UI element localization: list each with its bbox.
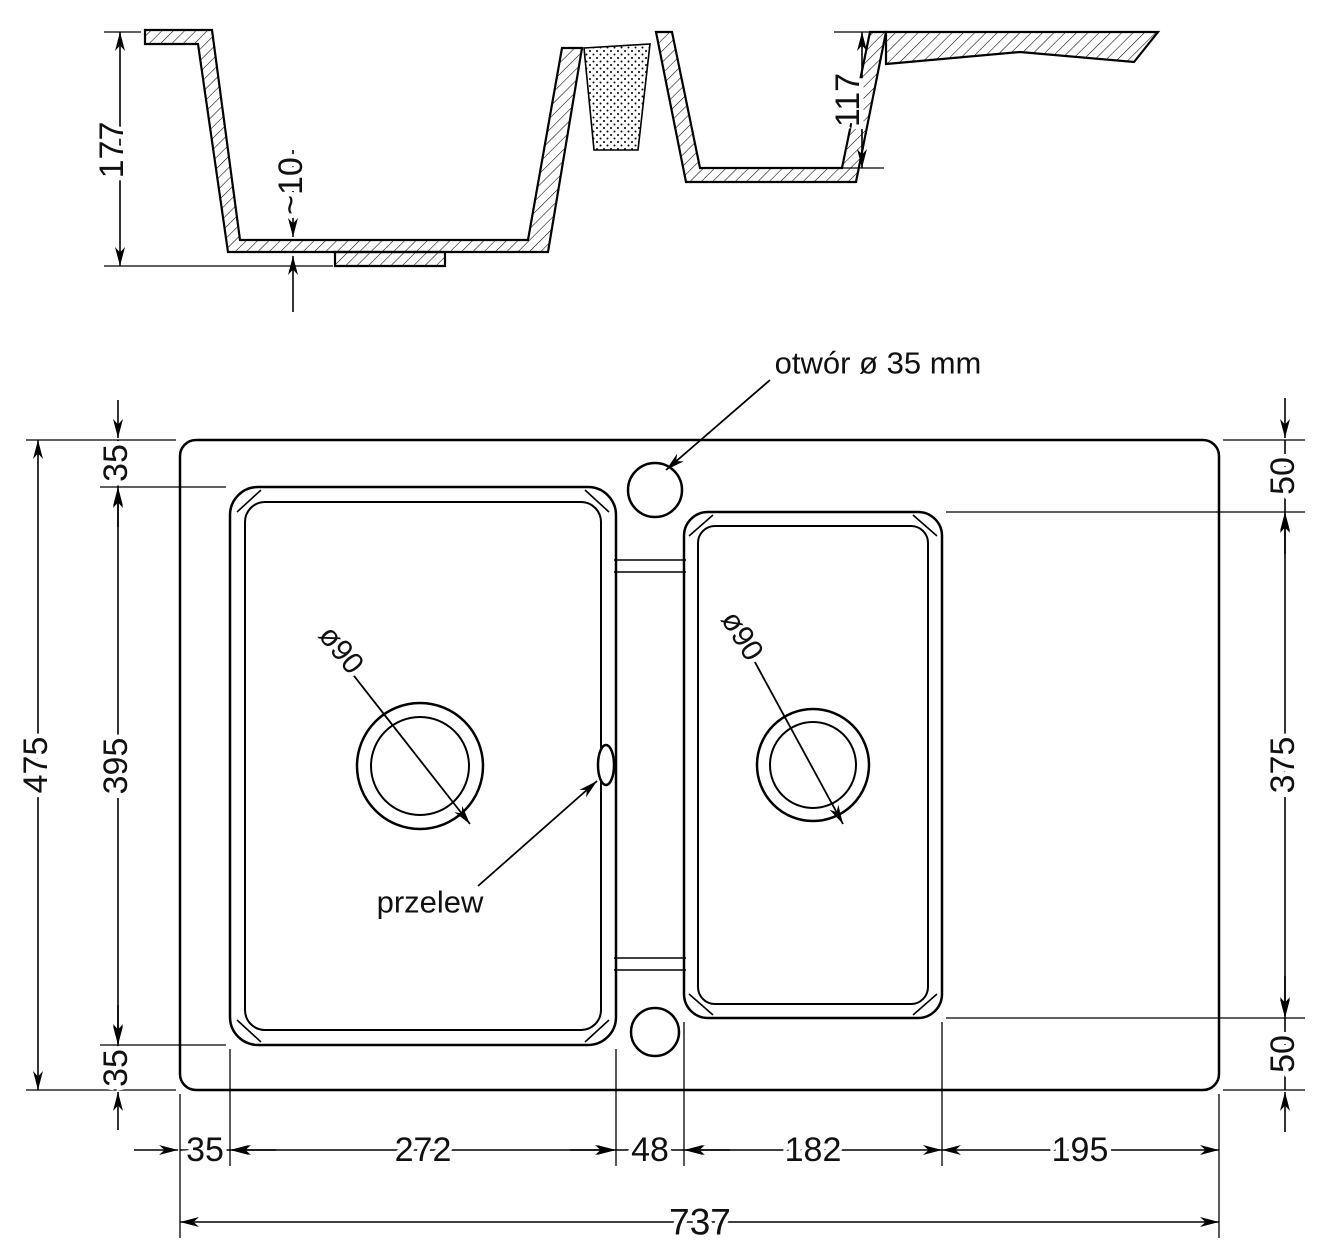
leader-line [665,379,771,471]
dims-bottom: 35 272 48 182 195 737 [134,1022,1220,1247]
section-drain-boss [333,250,447,268]
dim-bowl2-width-label: 182 [785,1131,842,1169]
small-bowl-corner-mark [688,993,714,1016]
faucet-hole-label: otwór ø 35 mm [775,346,982,381]
section-large-bowl-wall [143,28,584,254]
dim-top-margin-label: 35 [97,444,135,482]
small-bowl-corner-mark [912,514,938,537]
dim-bowl-length-label: 395 [97,738,135,795]
large-bowl-corner-mark [236,489,262,513]
annotation-overflow: przelew [372,780,598,924]
dim-total-width-label: 737 [669,1202,731,1243]
dims-left: 475 35 395 35 [13,400,226,1130]
overflow-slot [596,743,616,787]
large-bowl-drain-outer [355,701,485,831]
dim-drainer-width-label: 195 [1052,1131,1109,1169]
dim-right-bottom-margin-label: 50 [1264,1035,1302,1073]
leader-line [339,657,471,825]
dims-right: 50 375 50 [946,398,1307,1132]
dim-small-bowl-length-label: 375 [1264,737,1302,794]
leader-line [477,780,598,887]
small-bowl-corner-mark [912,993,938,1016]
faucet-hole [626,461,684,519]
annotation-faucet-hole: otwór ø 35 mm [665,341,986,471]
dim-total-depth-label: 177 [93,122,131,179]
large-bowl-corner-mark [584,489,610,513]
small-bowl-drain-outer [755,707,871,823]
small-bowl-drain-inner [769,721,857,809]
accessory-hole [629,1006,681,1058]
dim-bottom-margin-label: 35 [97,1049,135,1087]
large-bowl-drain-inner [370,716,470,816]
dim-section-small-depth: 117 [825,31,884,169]
plan-view: otwór ø 35 mm przelew ø90 ø90 475 [13,341,1307,1247]
leader-line [743,641,844,825]
section-view: 177 ~10 117 [89,28,1161,312]
dim-bowl1-width-label: 272 [395,1131,452,1169]
dim-rim-label: 35 [186,1131,224,1169]
dim-bottom-thickness-label: ~10 [272,157,310,215]
section-divider-stipple [583,43,651,151]
bowl-divider [614,559,686,971]
small-bowl-inner [697,525,929,1005]
overflow-label: przelew [377,885,484,920]
dim-small-depth-label: 117 [829,73,867,127]
small-bowl-corner-mark [688,514,714,537]
large-bowl-corner-mark [236,1019,262,1043]
large-bowl-corner-mark [584,1019,610,1043]
section-drainer-slab [884,30,1161,66]
dim-total-height-label: 475 [17,737,55,794]
dim-section-bottom-thickness: ~10 [268,150,315,312]
dim-right-top-margin-label: 50 [1264,457,1302,495]
dim-divider-width-label: 48 [631,1131,669,1169]
